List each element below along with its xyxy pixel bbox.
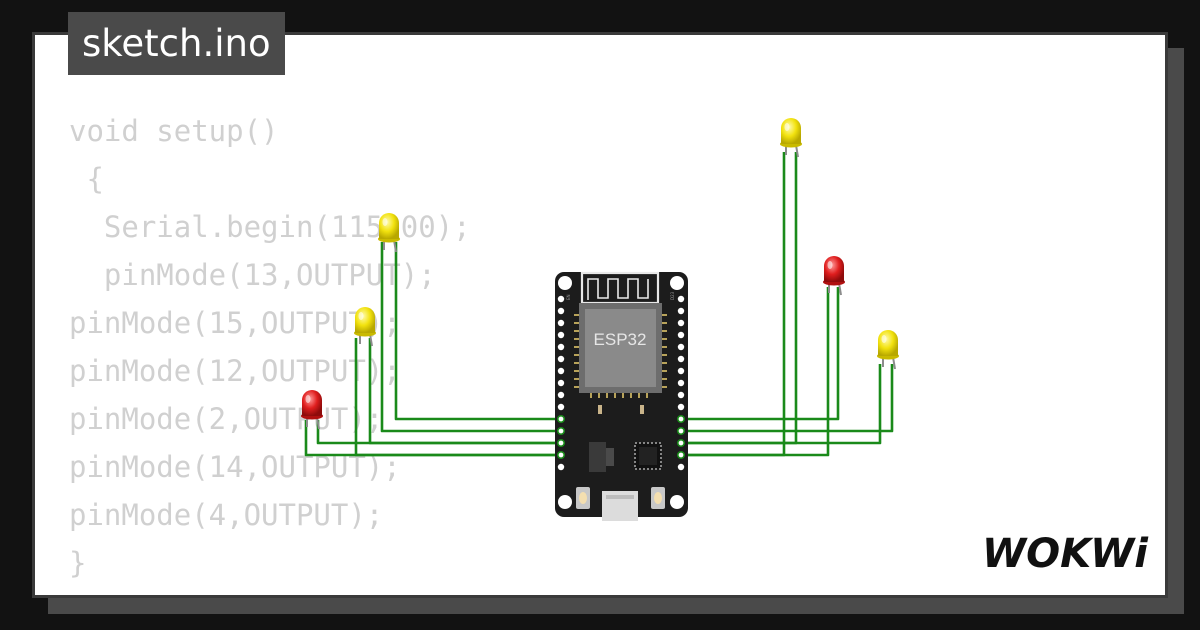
header-pin[interactable] bbox=[677, 379, 685, 387]
header-pin[interactable] bbox=[676, 426, 685, 435]
code-line: pinMode(13,OUTPUT); bbox=[69, 258, 436, 292]
esp32-board[interactable]: ESP32 EN D23 bbox=[555, 271, 688, 521]
header-pin[interactable] bbox=[677, 463, 685, 471]
file-tab[interactable]: sketch.ino bbox=[68, 12, 285, 75]
header-pin[interactable] bbox=[676, 414, 685, 423]
code-line: pinMode(2,OUTPUT); bbox=[69, 402, 384, 436]
led-red[interactable] bbox=[823, 256, 845, 296]
header-pin[interactable] bbox=[676, 450, 685, 459]
svg-text:EN: EN bbox=[566, 294, 571, 300]
wires bbox=[304, 152, 894, 457]
header-pin[interactable] bbox=[557, 331, 565, 339]
header-pin[interactable] bbox=[556, 426, 565, 435]
header-pin[interactable] bbox=[557, 355, 565, 363]
wokwi-logo-text: WOKWi bbox=[982, 531, 1149, 577]
wire bbox=[682, 152, 786, 457]
code-line: void loop() bbox=[69, 587, 471, 595]
code-line: pinMode(15,OUTPUT); bbox=[69, 306, 401, 340]
wire bbox=[682, 364, 882, 445]
header-pin[interactable] bbox=[677, 391, 685, 399]
code-background: void setup() { Serial.begin(115200); pin… bbox=[69, 107, 471, 595]
code-line: void setup() bbox=[69, 114, 279, 148]
led-yellow[interactable] bbox=[354, 307, 376, 347]
code-line: pinMode(4,OUTPUT); bbox=[69, 498, 384, 532]
header-pin[interactable] bbox=[557, 319, 565, 327]
led-red[interactable] bbox=[301, 390, 323, 430]
wire bbox=[682, 152, 798, 445]
header-pin[interactable] bbox=[557, 343, 565, 351]
header-pin[interactable] bbox=[557, 391, 565, 399]
header-pin[interactable] bbox=[556, 438, 565, 447]
header-pin[interactable] bbox=[677, 319, 685, 327]
header-pin[interactable] bbox=[557, 307, 565, 315]
code-line: pinMode(12,OUTPUT); bbox=[69, 354, 401, 388]
wire bbox=[368, 338, 560, 445]
leds bbox=[301, 118, 899, 430]
code-line: { bbox=[69, 162, 104, 196]
header-pin[interactable] bbox=[557, 463, 565, 471]
header-pin[interactable] bbox=[556, 414, 565, 423]
wire bbox=[380, 242, 560, 433]
header-pin[interactable] bbox=[557, 403, 565, 411]
wire bbox=[304, 420, 560, 457]
code-line: Serial.begin(115200); bbox=[69, 210, 471, 244]
wire bbox=[394, 242, 560, 421]
header-pin[interactable] bbox=[677, 331, 685, 339]
header-pin[interactable] bbox=[677, 367, 685, 375]
header-pin[interactable] bbox=[557, 295, 565, 303]
chip-label: ESP32 bbox=[594, 330, 647, 349]
header-pin[interactable] bbox=[557, 367, 565, 375]
header-pin[interactable] bbox=[677, 307, 685, 315]
led-yellow[interactable] bbox=[780, 118, 802, 158]
header-pin[interactable] bbox=[676, 438, 685, 447]
svg-text:D23: D23 bbox=[670, 291, 675, 300]
wire bbox=[354, 338, 560, 457]
header-pin[interactable] bbox=[677, 355, 685, 363]
header-pin[interactable] bbox=[557, 379, 565, 387]
code-line: } bbox=[69, 546, 87, 580]
led-yellow[interactable] bbox=[877, 330, 899, 370]
wire bbox=[682, 287, 830, 457]
led-yellow[interactable] bbox=[378, 213, 400, 253]
header-pin[interactable] bbox=[677, 343, 685, 351]
header-pin[interactable] bbox=[677, 403, 685, 411]
wokwi-logo: WOKWi bbox=[982, 531, 1149, 577]
header-pin[interactable] bbox=[677, 295, 685, 303]
wire bbox=[682, 287, 840, 421]
wire bbox=[682, 364, 894, 433]
header-pin[interactable] bbox=[556, 450, 565, 459]
